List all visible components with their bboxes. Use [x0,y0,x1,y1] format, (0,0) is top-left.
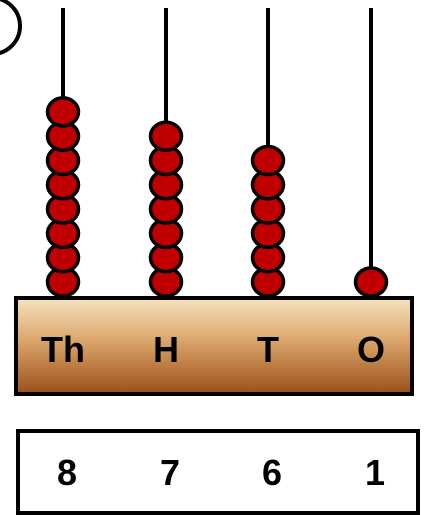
digit-thousands: 8 [32,449,102,497]
label-ones: O [336,325,406,375]
digit-ones: 1 [340,449,410,497]
bead-hundreds [151,122,182,150]
label-hundreds: H [131,325,201,375]
bead-tens [253,147,284,175]
bead-thousands [48,98,79,126]
rods-layer [63,8,371,298]
label-tens: T [233,325,303,375]
digit-tens: 6 [237,449,307,497]
bead-ones [356,268,387,296]
digit-box: 8 7 6 1 [16,429,420,515]
label-thousands: Th [28,325,98,375]
beads-layer [48,98,387,296]
digit-hundreds: 7 [135,449,205,497]
corner-circle-icon [0,0,20,54]
